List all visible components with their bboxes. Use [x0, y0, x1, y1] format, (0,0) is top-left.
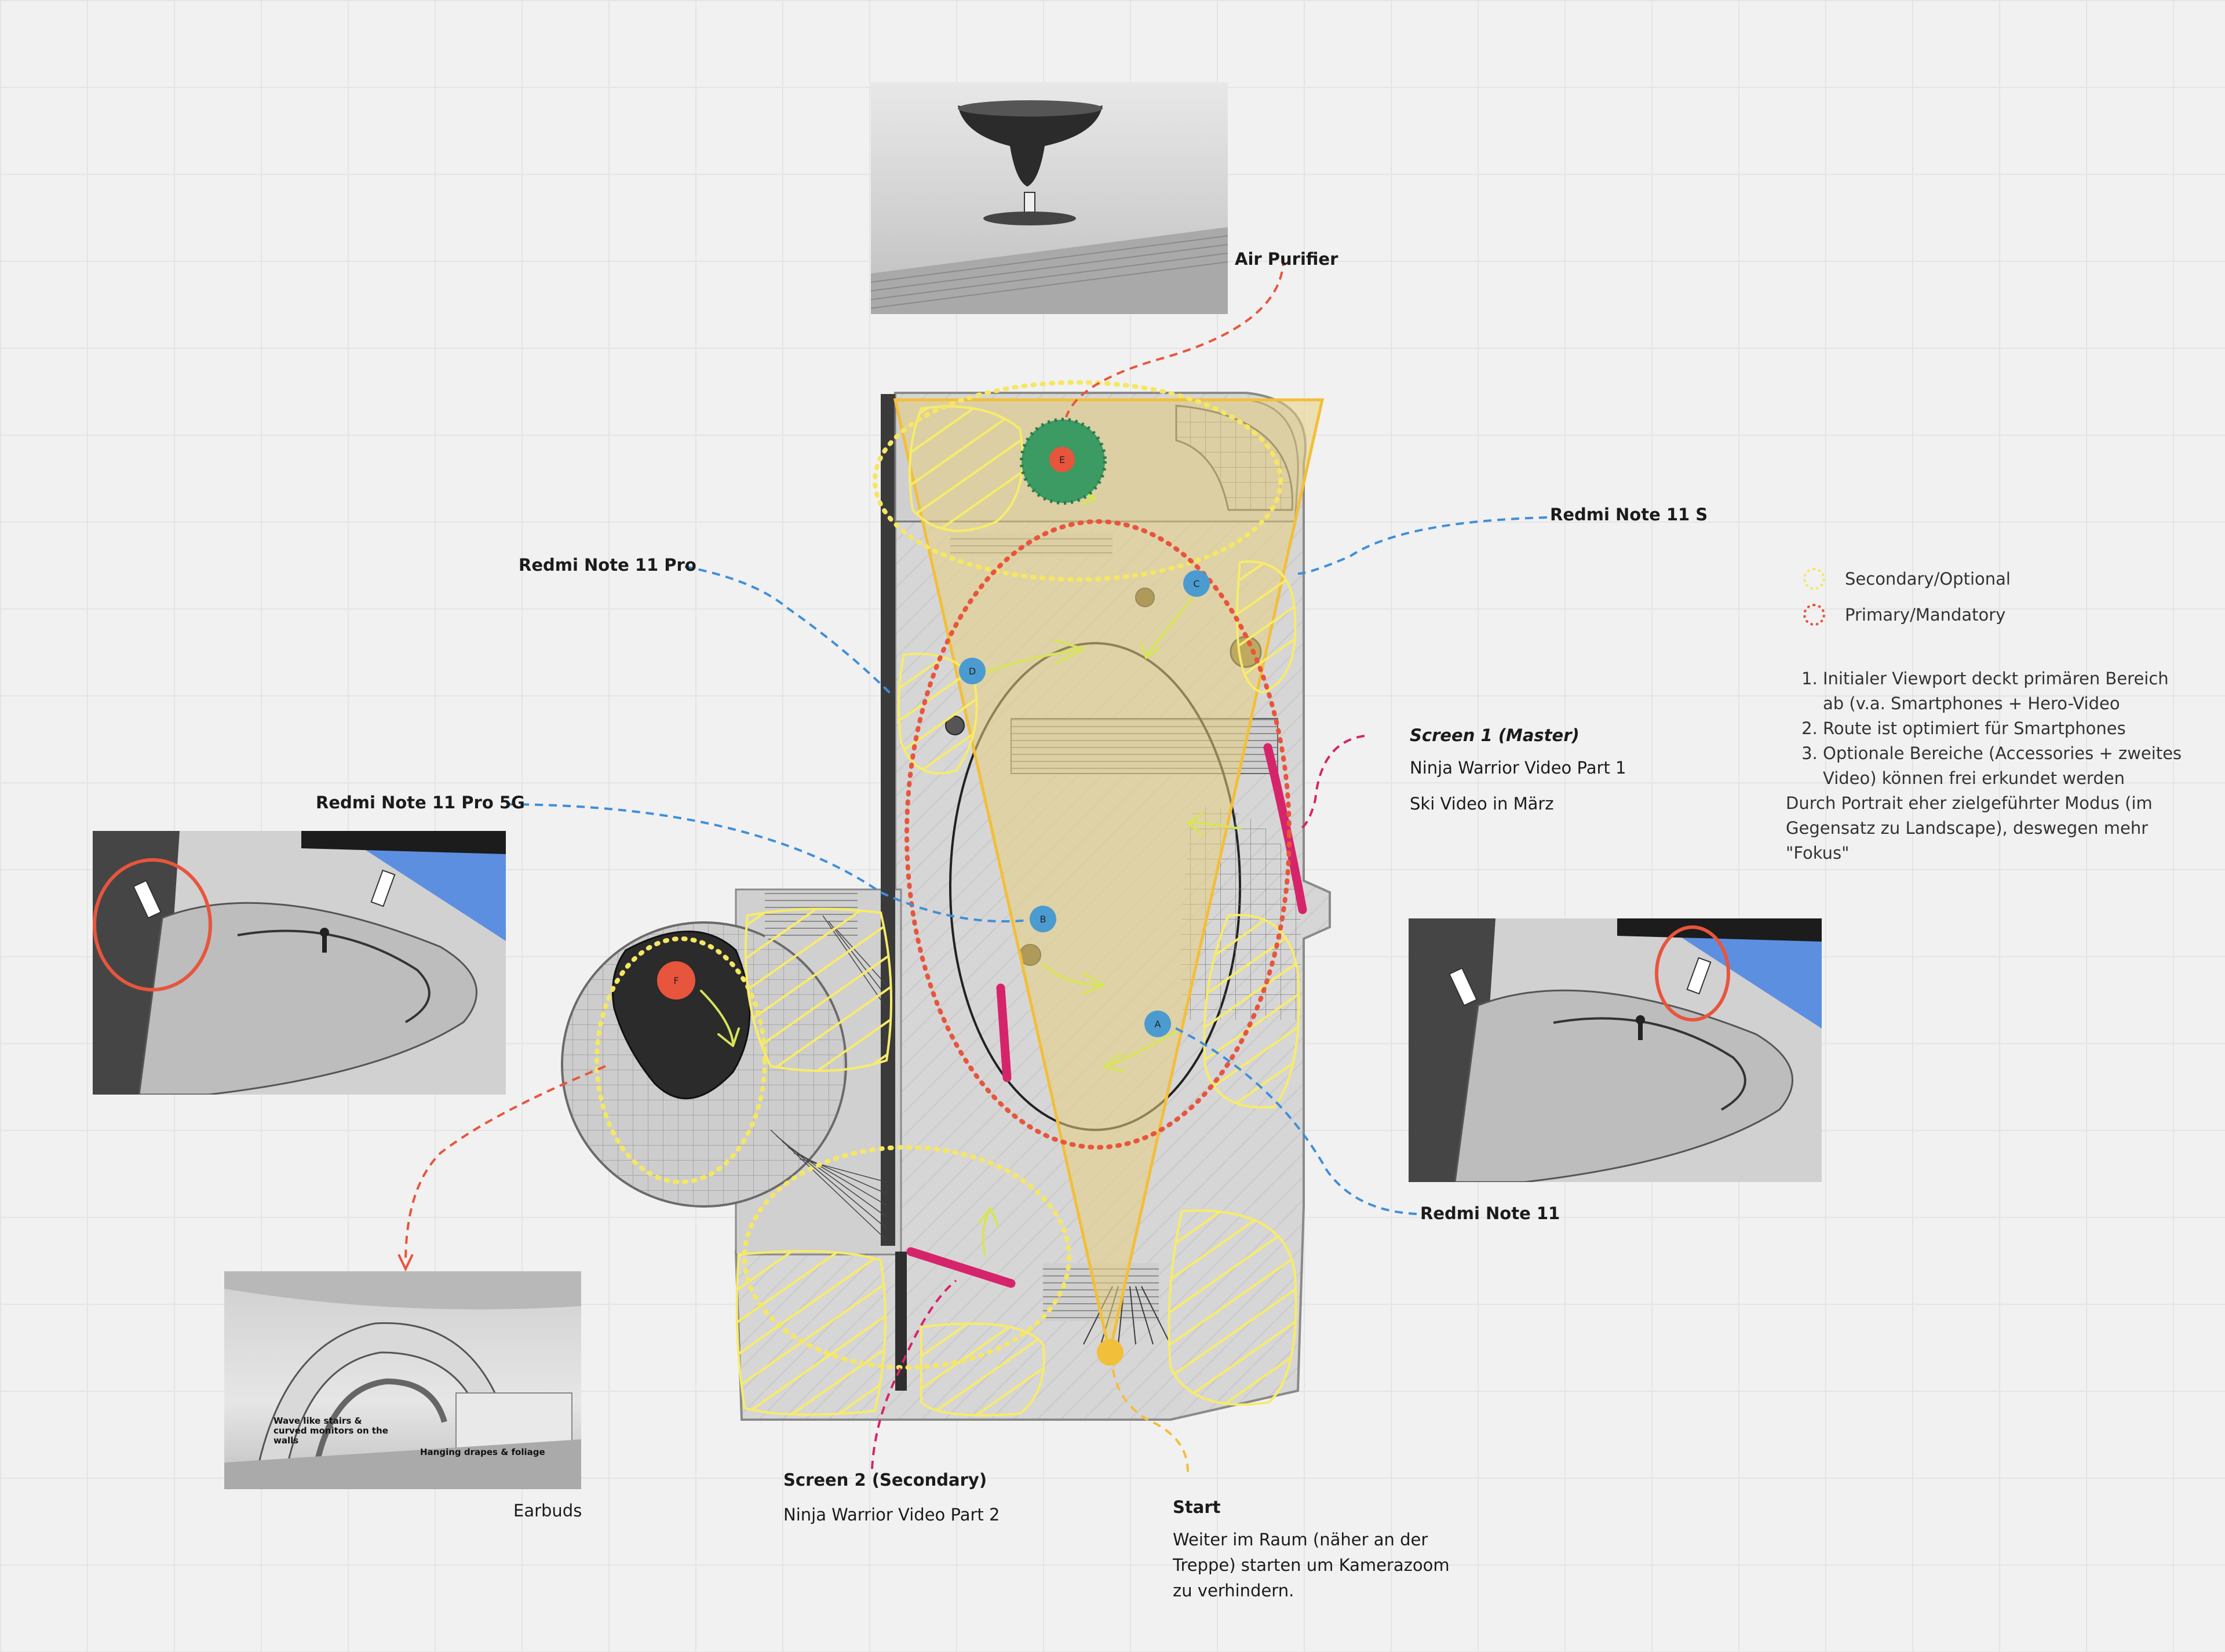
label-start-note-1: Weiter im Raum (näher an der [1173, 1530, 1428, 1549]
legend-secondary-ring [1803, 568, 1825, 590]
label-redmi-note-11-pro: Redmi Note 11 Pro [519, 555, 696, 575]
earbuds-render: Wave like stairs & curved monitors on th… [224, 1271, 581, 1489]
label-redmi-note-11: Redmi Note 11 [1420, 1204, 1560, 1223]
marker-d[interactable]: D [959, 658, 986, 684]
redmi-note-11-render [1409, 918, 1822, 1182]
legend-primary: Primary/Mandatory [1803, 604, 2005, 626]
label-start-note-3: zu verhindern. [1173, 1581, 1294, 1600]
svg-text:F: F [673, 975, 679, 986]
redmi-note-11-pro-5g-render [93, 831, 506, 1095]
svg-text:E: E [1059, 454, 1065, 465]
label-start: Start [1173, 1497, 1221, 1517]
label-screen-1-line-2: Ski Video in März [1410, 794, 1554, 814]
leader-lines [397, 257, 1548, 1472]
screen-left-bar [996, 983, 1012, 1082]
legend-secondary-label: Secondary/Optional [1845, 569, 2011, 589]
air-purifier-render [871, 82, 1228, 314]
label-screen-1: Screen 1 (Master) [1410, 725, 1580, 745]
marker-e[interactable]: E [1049, 447, 1075, 472]
note-item-1: Initialer Viewport deckt primären Bereic… [1823, 666, 2191, 716]
svg-text:D: D [969, 666, 976, 677]
screen-1-bar [1263, 743, 1307, 914]
marker-a[interactable]: A [1144, 1011, 1171, 1037]
legend-primary-ring [1803, 604, 1825, 626]
primary-zone [904, 519, 1292, 1150]
notes-list: Initialer Viewport deckt primären Bereic… [1786, 666, 2191, 791]
label-screen-2: Screen 2 (Secondary) [783, 1470, 987, 1490]
earbuds-caption-2: Hanging drapes & foliage [420, 1447, 545, 1457]
marker-f[interactable]: F [657, 961, 695, 1000]
marker-b[interactable]: B [1030, 906, 1056, 932]
secondary-zone-bottom [742, 1145, 1071, 1370]
earbuds-caption-1: Wave like stairs & curved monitors on th… [273, 1416, 388, 1446]
note-item-2: Route ist optimiert für Smartphones [1823, 716, 2191, 741]
label-earbuds: Earbuds [513, 1501, 582, 1520]
notes-block: Initialer Viewport deckt primären Bereic… [1786, 666, 2191, 866]
secondary-zones [735, 405, 1300, 1417]
legend-secondary: Secondary/Optional [1803, 568, 2011, 590]
svg-text:B: B [1040, 914, 1046, 925]
svg-text:A: A [1155, 1019, 1161, 1030]
legend-primary-label: Primary/Mandatory [1845, 605, 2006, 625]
label-air-purifier: Air Purifier [1235, 249, 1338, 269]
note-item-3: Optionale Bereiche (Accessories + zweite… [1823, 741, 2191, 791]
camera-start-point [1097, 1339, 1124, 1366]
label-redmi-note-11-s: Redmi Note 11 S [1550, 505, 1708, 524]
label-screen-1-line-1: Ninja Warrior Video Part 1 [1410, 758, 1626, 778]
svg-text:C: C [1193, 578, 1199, 589]
label-redmi-note-11-pro-5g: Redmi Note 11 Pro 5G [316, 793, 525, 812]
secondary-zone-top [873, 380, 1283, 582]
camera-view-cone [893, 398, 1325, 1354]
screen-2-bar [906, 1247, 1016, 1288]
label-screen-2-line-1: Ninja Warrior Video Part 2 [783, 1505, 1000, 1525]
secondary-zone-dome [594, 936, 767, 1184]
label-start-note-2: Treppe) starten um Kamerazoom [1173, 1555, 1450, 1575]
note-tail: Durch Portrait eher zielgeführter Modus … [1786, 793, 2153, 863]
marker-c[interactable]: C [1183, 570, 1210, 597]
